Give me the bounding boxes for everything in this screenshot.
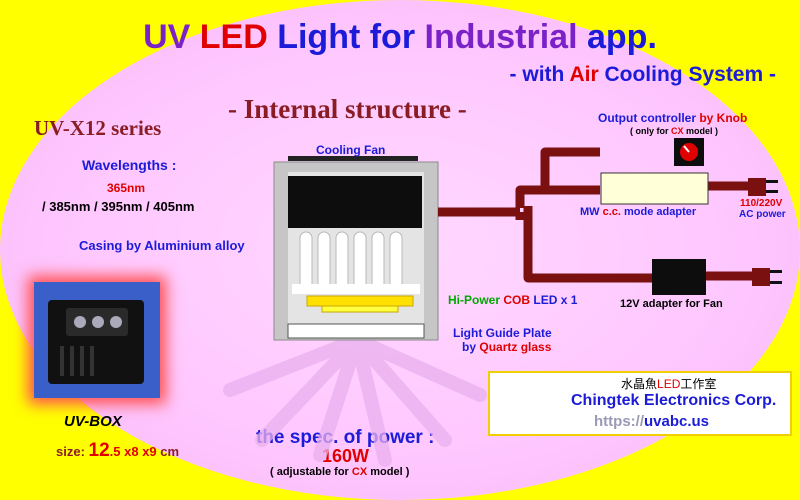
product-body [48,300,144,384]
wavelengths-title: Wavelengths : [82,157,177,173]
fan-plug-icon [752,268,782,286]
light-guide-plate [287,323,425,339]
vent-slot [90,346,94,376]
company-chinese-name: 水晶魚LED工作室 [621,377,717,391]
ac-power-label: AC power [739,209,786,220]
power-spec-value: 160W [322,446,370,466]
cooling-fan-label: Cooling Fan [316,143,386,157]
light-rays [223,333,487,467]
series-label: UV-X12 series [34,116,162,140]
vent-slot [80,346,84,376]
heat-sink [292,231,420,294]
product-top [66,308,128,336]
light-guide-plate-label: Light Guide Plate [453,326,552,340]
page-title: UV LED Light for Industrial app. [143,18,657,56]
company-url[interactable]: https://uvabc.us [594,413,710,430]
cob-led-plate [306,295,414,307]
page-subtitle: - with Air Cooling System - [509,63,776,86]
power-spec-title: the spec. of power : [256,427,435,448]
wavelength-others: / 385nm / 395nm / 405nm [42,199,195,214]
product-photo [34,282,160,398]
knob-icon [74,316,86,328]
product-name: UV-BOX [64,413,122,430]
company-logo-box [488,371,792,436]
vent-slot [70,346,74,376]
output-controller-label: Output controller by Knob [598,111,748,125]
fan-adapter-label: 12V adapter for Fan [620,298,723,310]
voltage-label: 110/220V [740,198,783,209]
light-guide-plate-material: by Quartz glass [462,340,552,354]
mw-adapter [600,172,709,205]
wavelength-main: 365nm [107,181,146,195]
cob-led-label: Hi-Power COB LED x 1 [448,293,578,307]
casing-label: Casing by Aluminium alloy [79,238,245,253]
mw-adapter-label: MW c.c. mode adapter [580,206,697,218]
ac-plug-icon [748,178,778,196]
cooling-fan [288,176,422,228]
product-size: size: 12.5 x8 x9 cm [56,440,180,461]
vent-slot [60,346,64,376]
output-controller-knob [674,138,704,166]
knob-icon [110,316,122,328]
output-controller-note: ( only for CX model ) [630,126,719,136]
cob-led-chip [321,305,399,313]
fan-top-bar [288,156,418,161]
fan-adapter-12v [652,259,706,295]
power-spec-note: ( adjustable for CX model ) [270,466,410,478]
knob-icon [92,316,104,328]
company-name: Chingtek Electronics Corp. [571,392,777,409]
section-title: - Internal structure - [228,94,467,124]
power-cables [438,147,754,283]
